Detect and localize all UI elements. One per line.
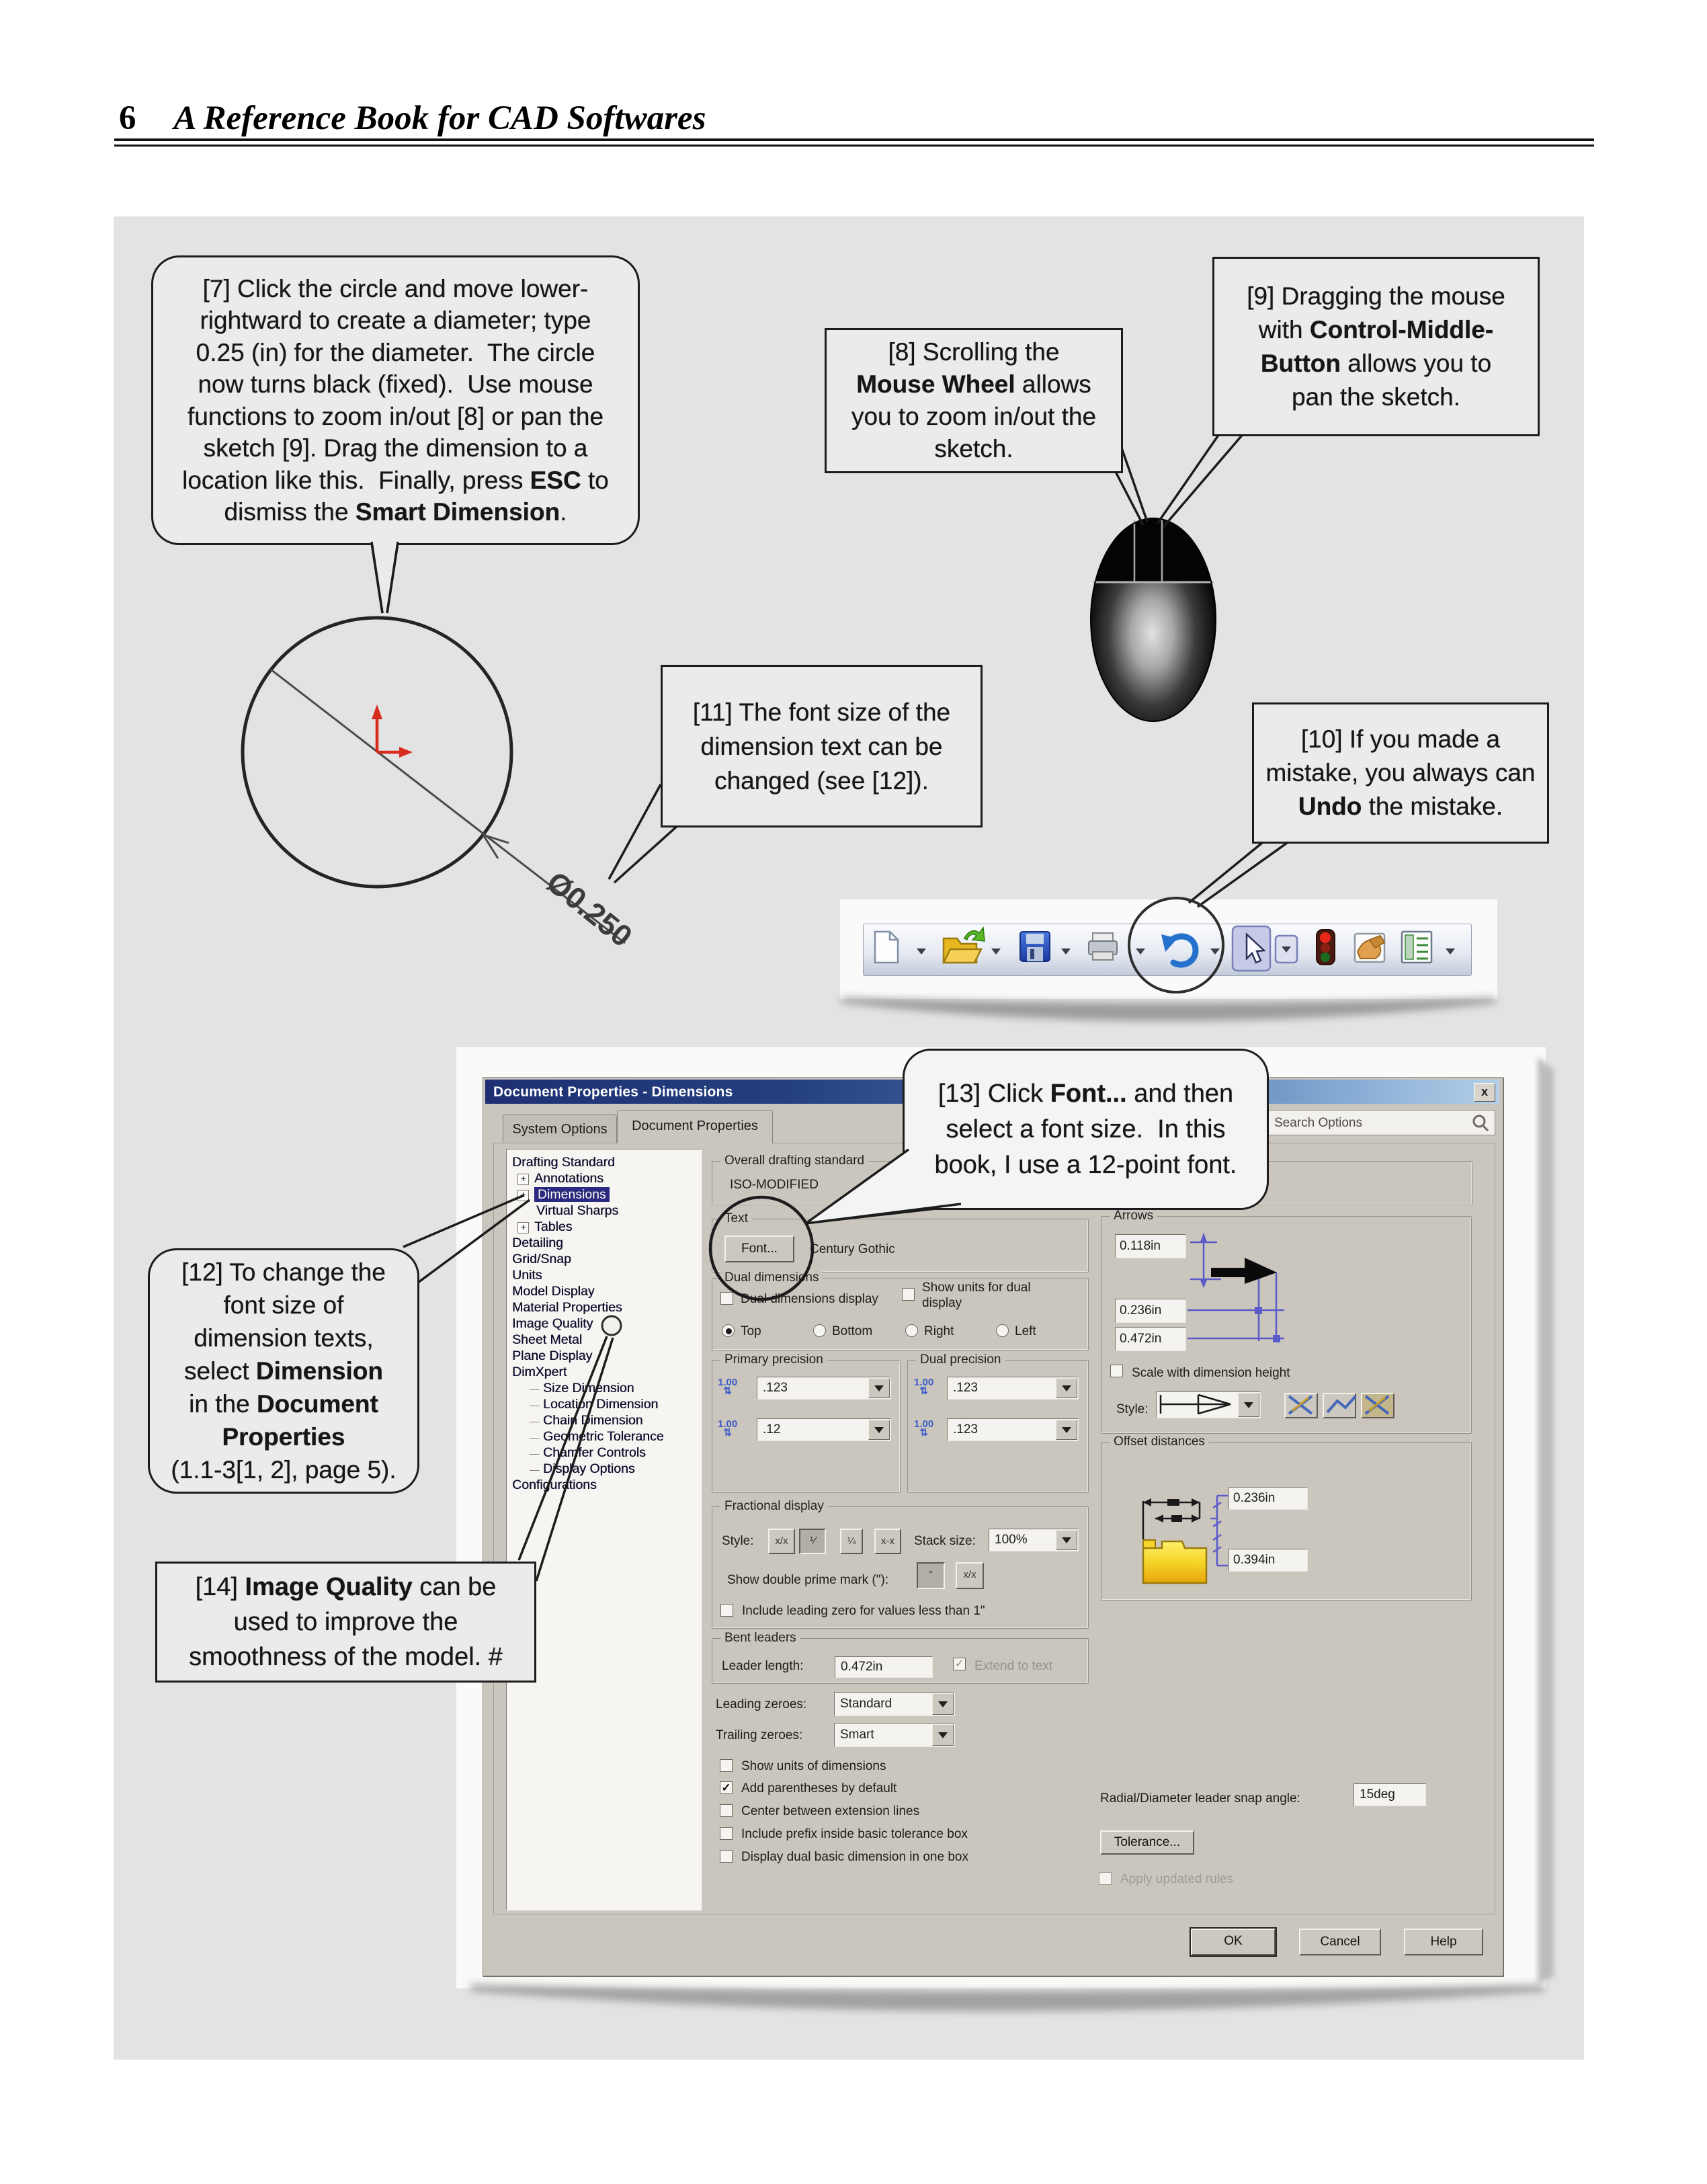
svg-text:Ø0.250: Ø0.250 xyxy=(540,864,639,954)
